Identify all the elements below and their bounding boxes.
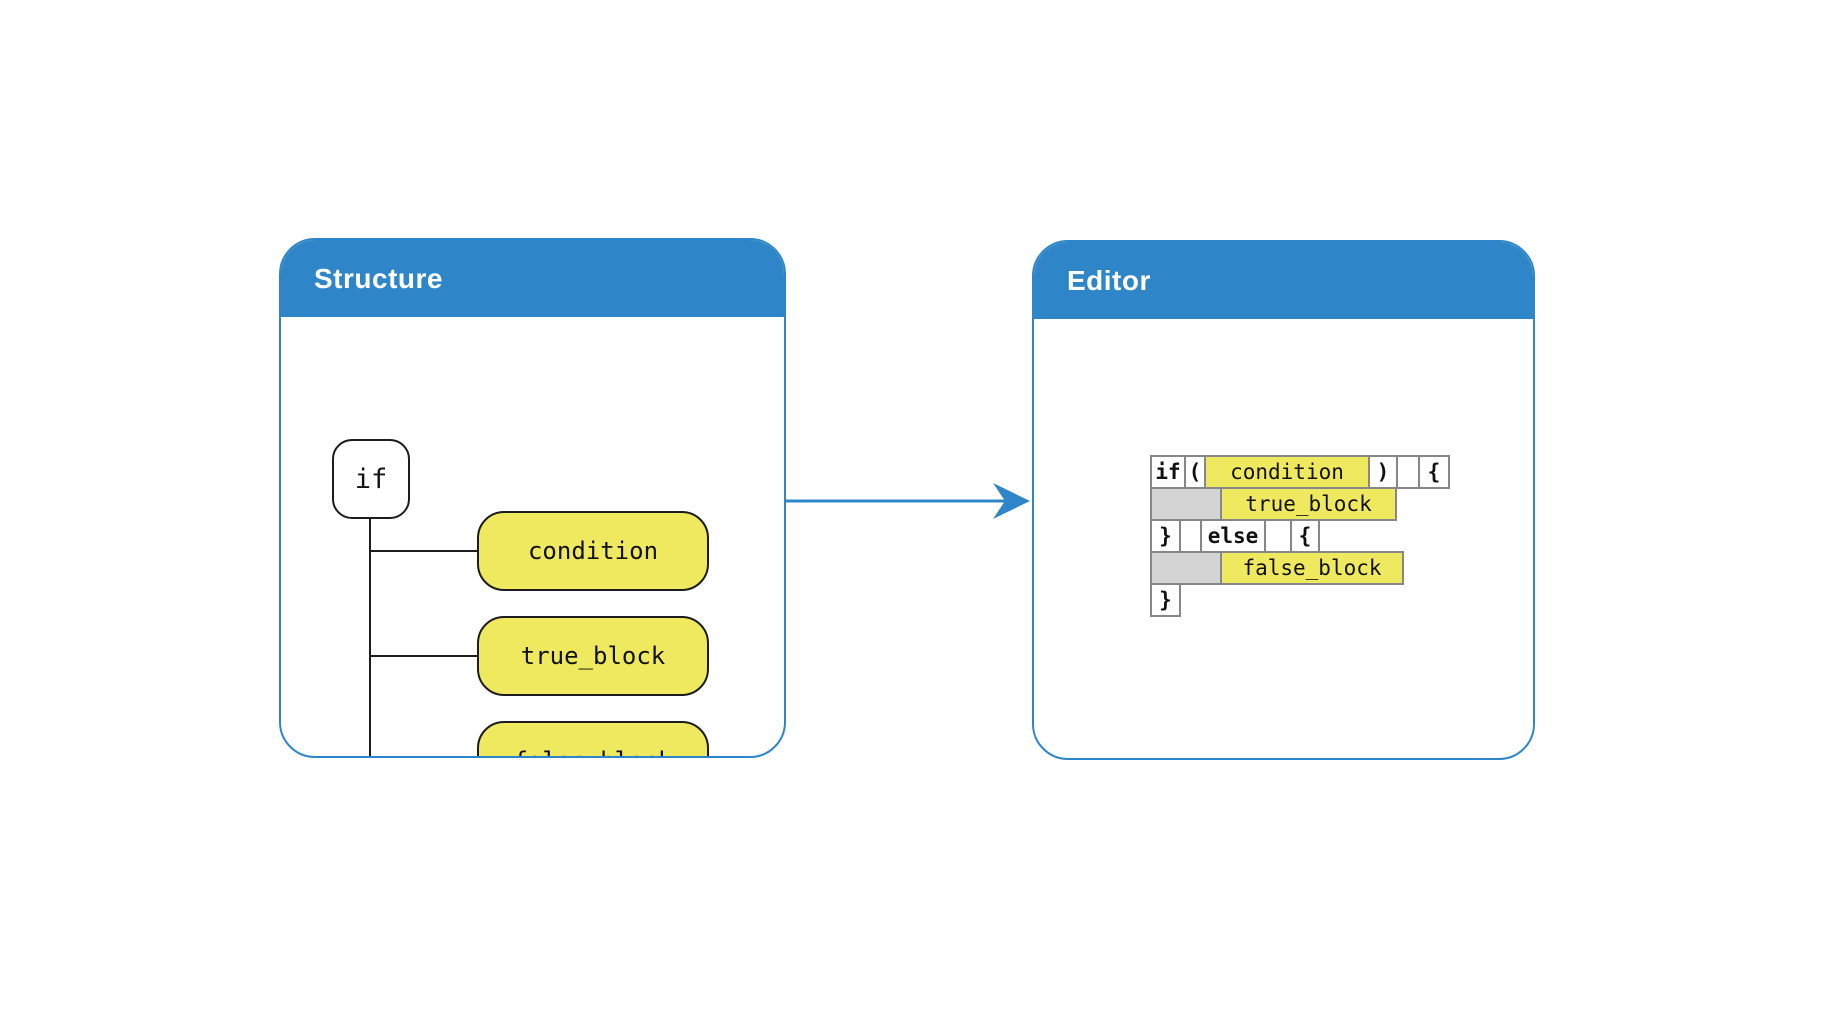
- tree-node-true-block: true_block: [477, 616, 709, 696]
- code-cell-close-brace: }: [1150, 583, 1181, 617]
- tree-node-condition-label: condition: [527, 537, 659, 565]
- code-cell-close-brace: }: [1150, 519, 1181, 553]
- editor-panel: Editor if ( condition ) { true_block }: [1032, 240, 1535, 760]
- code-cell-false-block: false_block: [1220, 551, 1404, 585]
- editor-body: if ( condition ) { true_block } else {: [1034, 319, 1533, 758]
- structure-panel-header: Structure: [281, 240, 784, 317]
- tree-trunk-line: [369, 519, 371, 756]
- code-cell-spacer: [1264, 519, 1292, 553]
- editor-panel-header: Editor: [1034, 242, 1533, 319]
- code-cell-open-brace: {: [1418, 455, 1450, 489]
- tree-node-if: if: [332, 439, 410, 519]
- code-row: }: [1150, 583, 1181, 617]
- tree-node-condition: condition: [477, 511, 709, 591]
- code-row: true_block: [1150, 487, 1397, 521]
- code-row: if ( condition ) {: [1150, 455, 1450, 489]
- code-cell-spacer: [1179, 519, 1202, 553]
- tree-branch-line: [370, 550, 477, 552]
- code-cell-indent: [1150, 487, 1222, 521]
- code-cell-open-brace: {: [1290, 519, 1320, 553]
- tree-node-if-label: if: [354, 463, 388, 495]
- structure-tree: if condition true_block false_block: [281, 317, 784, 756]
- code-cell-open-paren: (: [1184, 455, 1206, 489]
- code-cell-indent: [1150, 551, 1222, 585]
- code-cell-spacer: [1396, 455, 1420, 489]
- code-row: false_block: [1150, 551, 1404, 585]
- code-cell-else: else: [1200, 519, 1266, 553]
- tree-node-false-block: false_block: [477, 721, 709, 756]
- structure-panel-title: Structure: [314, 262, 443, 294]
- tree-branch-line: [370, 655, 477, 657]
- tree-node-true-block-label: true_block: [520, 642, 666, 670]
- code-row: } else {: [1150, 519, 1320, 553]
- code-cell-close-paren: ): [1368, 455, 1398, 489]
- editor-panel-title: Editor: [1067, 264, 1151, 296]
- structure-panel: Structure if condition true_block false_…: [279, 238, 786, 758]
- code-cell-if: if: [1150, 455, 1186, 489]
- flow-arrow: [786, 483, 1030, 519]
- tree-node-false-block-label: false_block: [514, 747, 673, 756]
- code-cell-condition: condition: [1204, 455, 1370, 489]
- code-cell-true-block: true_block: [1220, 487, 1397, 521]
